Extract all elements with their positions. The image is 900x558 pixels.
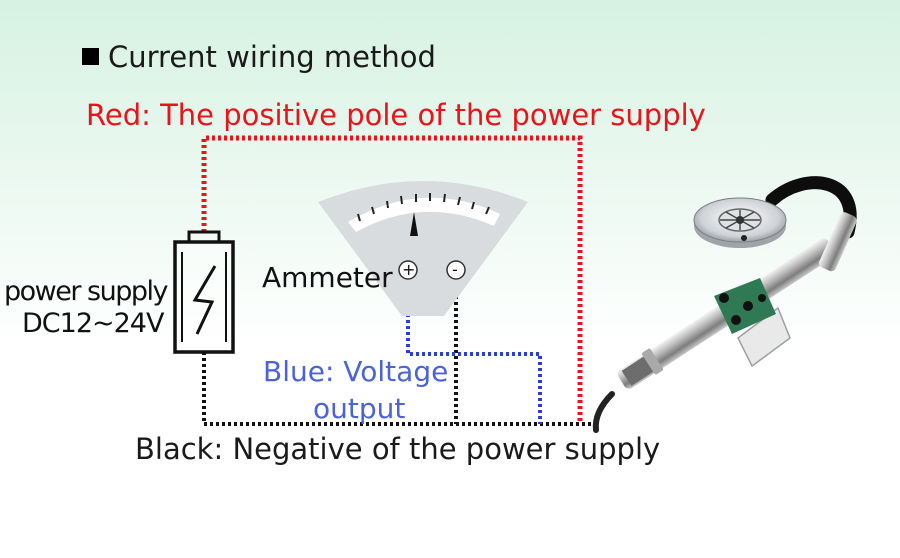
terminal-plus-sign: + <box>402 260 415 279</box>
battery-lightning-icon <box>173 230 235 354</box>
page-title: Current wiring method <box>82 40 436 74</box>
terminal-plus <box>398 260 418 280</box>
red-wire-label: Red: The positive pole of the power supp… <box>86 98 706 132</box>
page-title-text: Current wiring method <box>108 40 436 74</box>
red-wire <box>201 135 583 424</box>
ammeter-label: Ammeter <box>262 261 393 294</box>
black-wire <box>202 278 598 426</box>
terminal-minus <box>446 260 466 280</box>
blue-wire-label-line1: Blue: Voltage <box>263 355 449 388</box>
voltage-label: DC12~24V <box>22 308 164 339</box>
terminal-minus-sign: - <box>452 260 458 279</box>
black-wire-label: Black: Negative of the power supply <box>135 432 661 466</box>
analog-ammeter-icon: + - <box>318 181 528 316</box>
square-bullet-icon <box>82 48 99 65</box>
wind-speed-sensor-icon <box>592 176 857 433</box>
blue-wire-label-line2: output <box>313 392 406 425</box>
power-supply-label: power supply <box>4 276 168 307</box>
